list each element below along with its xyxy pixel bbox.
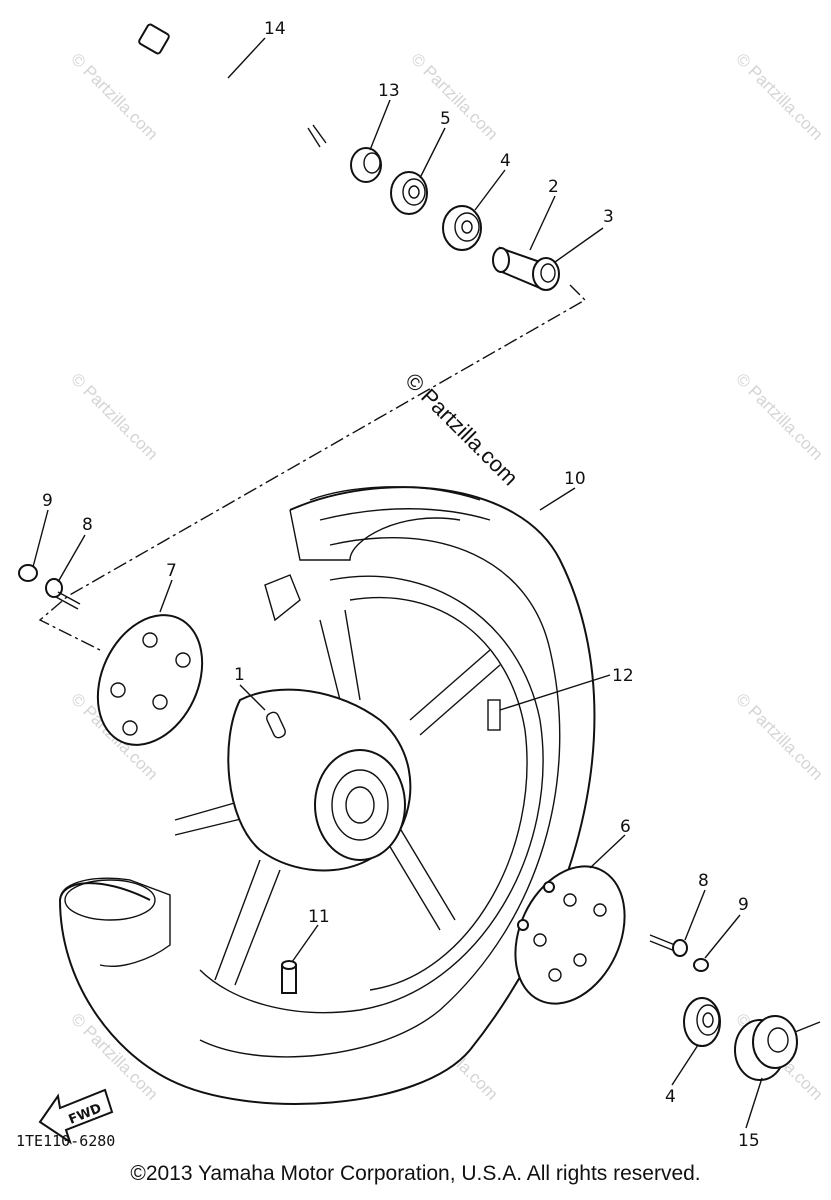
bolt-nut-right [649, 934, 709, 972]
callout-8b: 8 [698, 871, 709, 891]
watermark: © Partzilla.com [732, 369, 826, 463]
callout-7: 7 [166, 561, 177, 581]
axle-part-14 [138, 23, 327, 148]
bearing-part-4-lower [683, 997, 721, 1047]
callout-4: 4 [500, 151, 511, 171]
collar-part-13 [350, 147, 382, 183]
callout-14: 14 [264, 19, 286, 39]
bearing-part-5 [390, 171, 428, 215]
callout-1: 1 [234, 665, 245, 685]
wheel-rim-part-12 [174, 575, 544, 1014]
callout-15: 15 [738, 1131, 760, 1151]
callout-9b: 9 [738, 895, 749, 915]
callout-5: 5 [440, 109, 451, 129]
callout-4b: 4 [665, 1087, 676, 1107]
callout-12: 12 [612, 666, 634, 686]
assembly-line [38, 284, 587, 651]
callout-10: 10 [564, 469, 586, 489]
callout-13: 13 [378, 81, 400, 101]
bearing-part-4 [442, 205, 482, 251]
hub-part-1 [227, 688, 412, 872]
callout-9: 9 [42, 491, 53, 511]
watermark: © Partzilla.com [67, 49, 161, 143]
valve-part-11 [281, 960, 297, 994]
plate-part-7 [96, 614, 204, 746]
watermark: © Partzilla.com [67, 369, 161, 463]
watermark: © Partzilla.com [732, 49, 826, 143]
leader-lines [32, 37, 763, 1129]
callout-numbers: 14 13 5 4 2 3 10 9 8 7 1 12 11 6 8 9 4 1… [42, 19, 760, 1151]
callout-3: 3 [603, 207, 614, 227]
bolt-nut-left [18, 564, 81, 610]
center-watermark: © Partzilla.com [400, 368, 523, 491]
callout-11: 11 [308, 907, 330, 927]
plate-part-6 [514, 865, 626, 1005]
callout-6: 6 [620, 817, 631, 837]
gear-unit-part-15 [734, 1015, 821, 1081]
callout-2: 2 [548, 177, 559, 197]
callout-8: 8 [82, 515, 93, 535]
watermark: © Partzilla.com [732, 689, 826, 783]
copyright-notice: ©2013 Yamaha Motor Corporation, U.S.A. A… [130, 1162, 701, 1185]
diagram-part-number: 1TE110-6280 [16, 1132, 115, 1150]
spacer-part-2 [492, 246, 560, 291]
watermark: © Partzilla.com [407, 49, 501, 143]
